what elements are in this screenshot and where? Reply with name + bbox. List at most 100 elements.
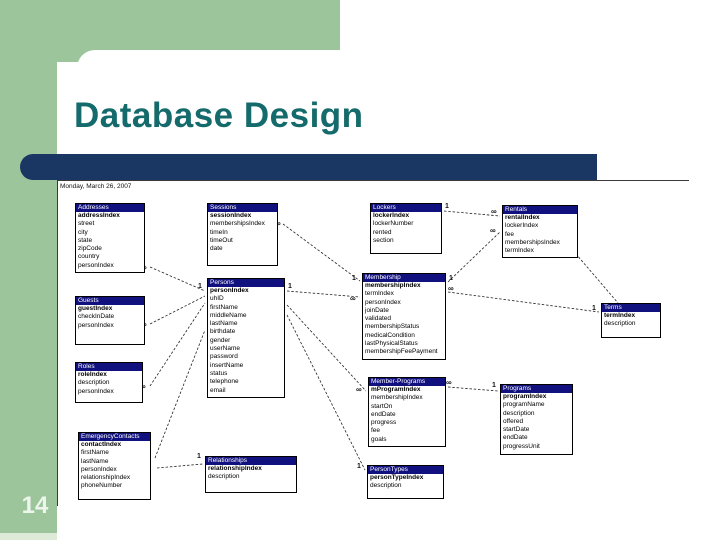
table-header-roles: Roles (76, 363, 142, 371)
table-field: description (370, 482, 402, 490)
table-field: rentalIndex (505, 214, 540, 221)
table-header-member-programs: Member-Programs (369, 378, 445, 386)
table-header-emergency-contacts: EmergencyContacts (79, 433, 150, 441)
table-field: joinDate (365, 306, 389, 314)
table-field: description (208, 473, 240, 481)
table-field: phoneNumber (81, 482, 123, 490)
table-field: endDate (371, 410, 396, 418)
table-field: addressIndex (78, 212, 120, 219)
table-field: timeOut (210, 236, 233, 244)
table-field: timeIn (210, 228, 228, 236)
table-field: section (373, 236, 394, 244)
table-field: membershipIndex (365, 282, 421, 289)
table-field: lockerIndex (505, 222, 539, 230)
table-field: description (604, 320, 636, 328)
table-field: progressUnit (503, 442, 540, 450)
table-field: contactIndex (81, 441, 122, 448)
table-field: mProgramIndex (371, 386, 421, 393)
table-field: description (503, 409, 535, 417)
diagram-date-label: Monday, March 26, 2007 (60, 183, 132, 190)
table-field: email (210, 386, 226, 394)
table-field: lockerNumber (373, 220, 414, 228)
table-field: personIndex (81, 465, 117, 473)
slide-page-number: 14 (21, 492, 49, 519)
table-field: offered (503, 417, 524, 425)
table-field: fee (505, 230, 515, 238)
table-header-lockers: Lockers (371, 204, 441, 212)
table-field: personTypeIndex (370, 474, 424, 481)
table-field: birthdate (210, 328, 236, 336)
title-divider-bar (20, 154, 597, 180)
table-field: termIndex (505, 247, 534, 255)
table-header-guests: Guests (76, 297, 144, 305)
table-field: membershipIndex (371, 394, 423, 402)
table-field: rented (373, 228, 392, 236)
table-header-membership: Membership (363, 274, 445, 282)
table-header-terms: Terms (602, 304, 660, 312)
table-field: relationshipIndex (208, 465, 262, 472)
table-field: progress (371, 419, 397, 427)
table-field: uhID (210, 295, 224, 303)
table-field: goals (371, 435, 387, 443)
table-field: membershipStatus (365, 323, 420, 331)
table-field: membershipsIndex (505, 238, 560, 246)
table-field: lockerIndex (373, 212, 410, 219)
green-sidebar (0, 0, 57, 533)
table-field: medicalCondition (365, 331, 415, 339)
table-field: sessionIndex (210, 212, 252, 219)
table-header-addresses: Addresses (76, 204, 144, 212)
table-field: telephone (210, 378, 239, 386)
table-field: guestIndex (78, 305, 113, 312)
relationships-diagram-frame (57, 180, 689, 506)
table-field: personIndex (78, 261, 114, 269)
table-header-person-types: PersonTypes (368, 466, 443, 474)
table-field: roleIndex (78, 371, 107, 378)
table-field: validated (365, 315, 392, 323)
table-field: termIndex (365, 290, 394, 298)
table-field: fee (371, 427, 381, 435)
table-field: lastPhysicalStatus (365, 340, 418, 348)
table-field: startOn (371, 402, 393, 410)
table-header-persons: Persons (208, 279, 284, 287)
table-field: insertName (210, 361, 244, 369)
table-field: zipCode (78, 245, 102, 253)
table-field: password (210, 353, 238, 361)
table-field: termIndex (604, 312, 636, 319)
table-field: personIndex (365, 298, 401, 306)
table-header-sessions: Sessions (208, 204, 277, 212)
table-header-relationships: Relationships (206, 457, 296, 465)
table-field: gender (210, 336, 231, 344)
table-field: city (78, 228, 88, 236)
table-field: description (78, 379, 110, 387)
table-field: lastName (210, 320, 238, 328)
table-field: lastName (81, 457, 109, 465)
table-field: startDate (503, 426, 530, 434)
table-field: country (78, 253, 100, 261)
table-field: date (210, 245, 223, 253)
table-field: userName (210, 345, 240, 353)
